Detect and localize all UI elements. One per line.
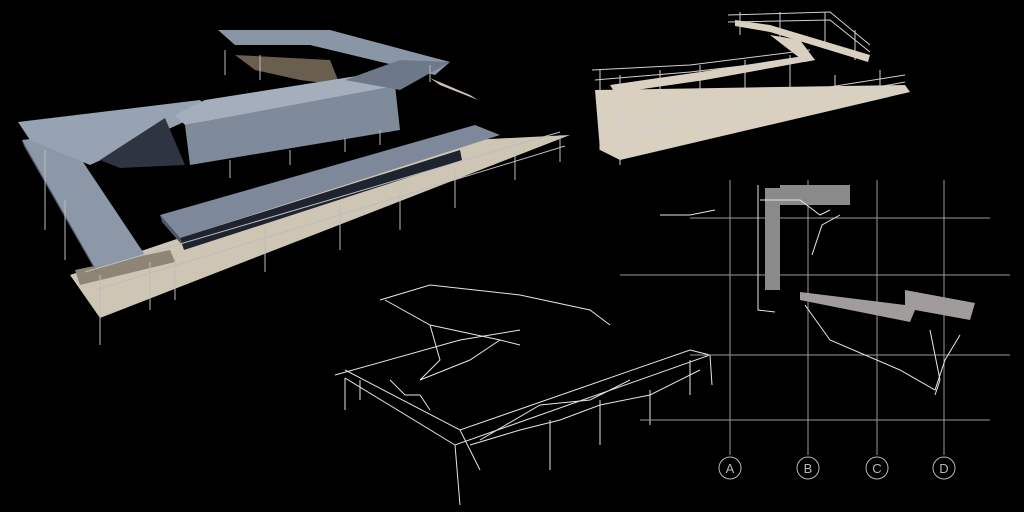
grid-axis-label-a: A	[726, 461, 735, 476]
deck-walkway	[70, 135, 570, 318]
plan-wing-vertical	[765, 188, 780, 290]
roof-middle-wing-top	[175, 70, 400, 125]
grid-axis-bubbles	[718, 456, 956, 480]
roof-front-wing	[160, 125, 500, 238]
plan-wing-bottom	[800, 290, 975, 322]
roof-corner	[18, 100, 210, 165]
wireframe-deck-top	[735, 20, 870, 62]
plan-wing-top	[780, 185, 850, 205]
grid-plan: A B C D	[620, 180, 1010, 480]
roof-front-wing-fascia	[160, 215, 182, 245]
hand-sketch	[334, 284, 713, 506]
roof-back-wing-side	[345, 60, 450, 90]
roof-left-wing-edge	[22, 140, 98, 275]
roof-middle-wing	[185, 85, 400, 165]
roof-courtyard-left	[100, 118, 185, 168]
grid-axis-label-c: C	[872, 461, 881, 476]
wireframe-deck	[595, 85, 910, 160]
columns-and-rails	[44, 50, 566, 345]
wireframe-deck-back	[610, 55, 815, 93]
courtyard-deck	[235, 55, 340, 85]
wireframe-deck-mid	[770, 35, 815, 62]
roof-left-wing	[22, 135, 145, 268]
glazing-front	[180, 150, 462, 250]
rendered-3d-model	[18, 30, 570, 345]
grid-axis-label-d: D	[939, 461, 948, 476]
wireframe-model	[591, 11, 910, 165]
grid-axis-label-b: B	[804, 461, 813, 476]
deck-walkway-back	[430, 78, 478, 100]
